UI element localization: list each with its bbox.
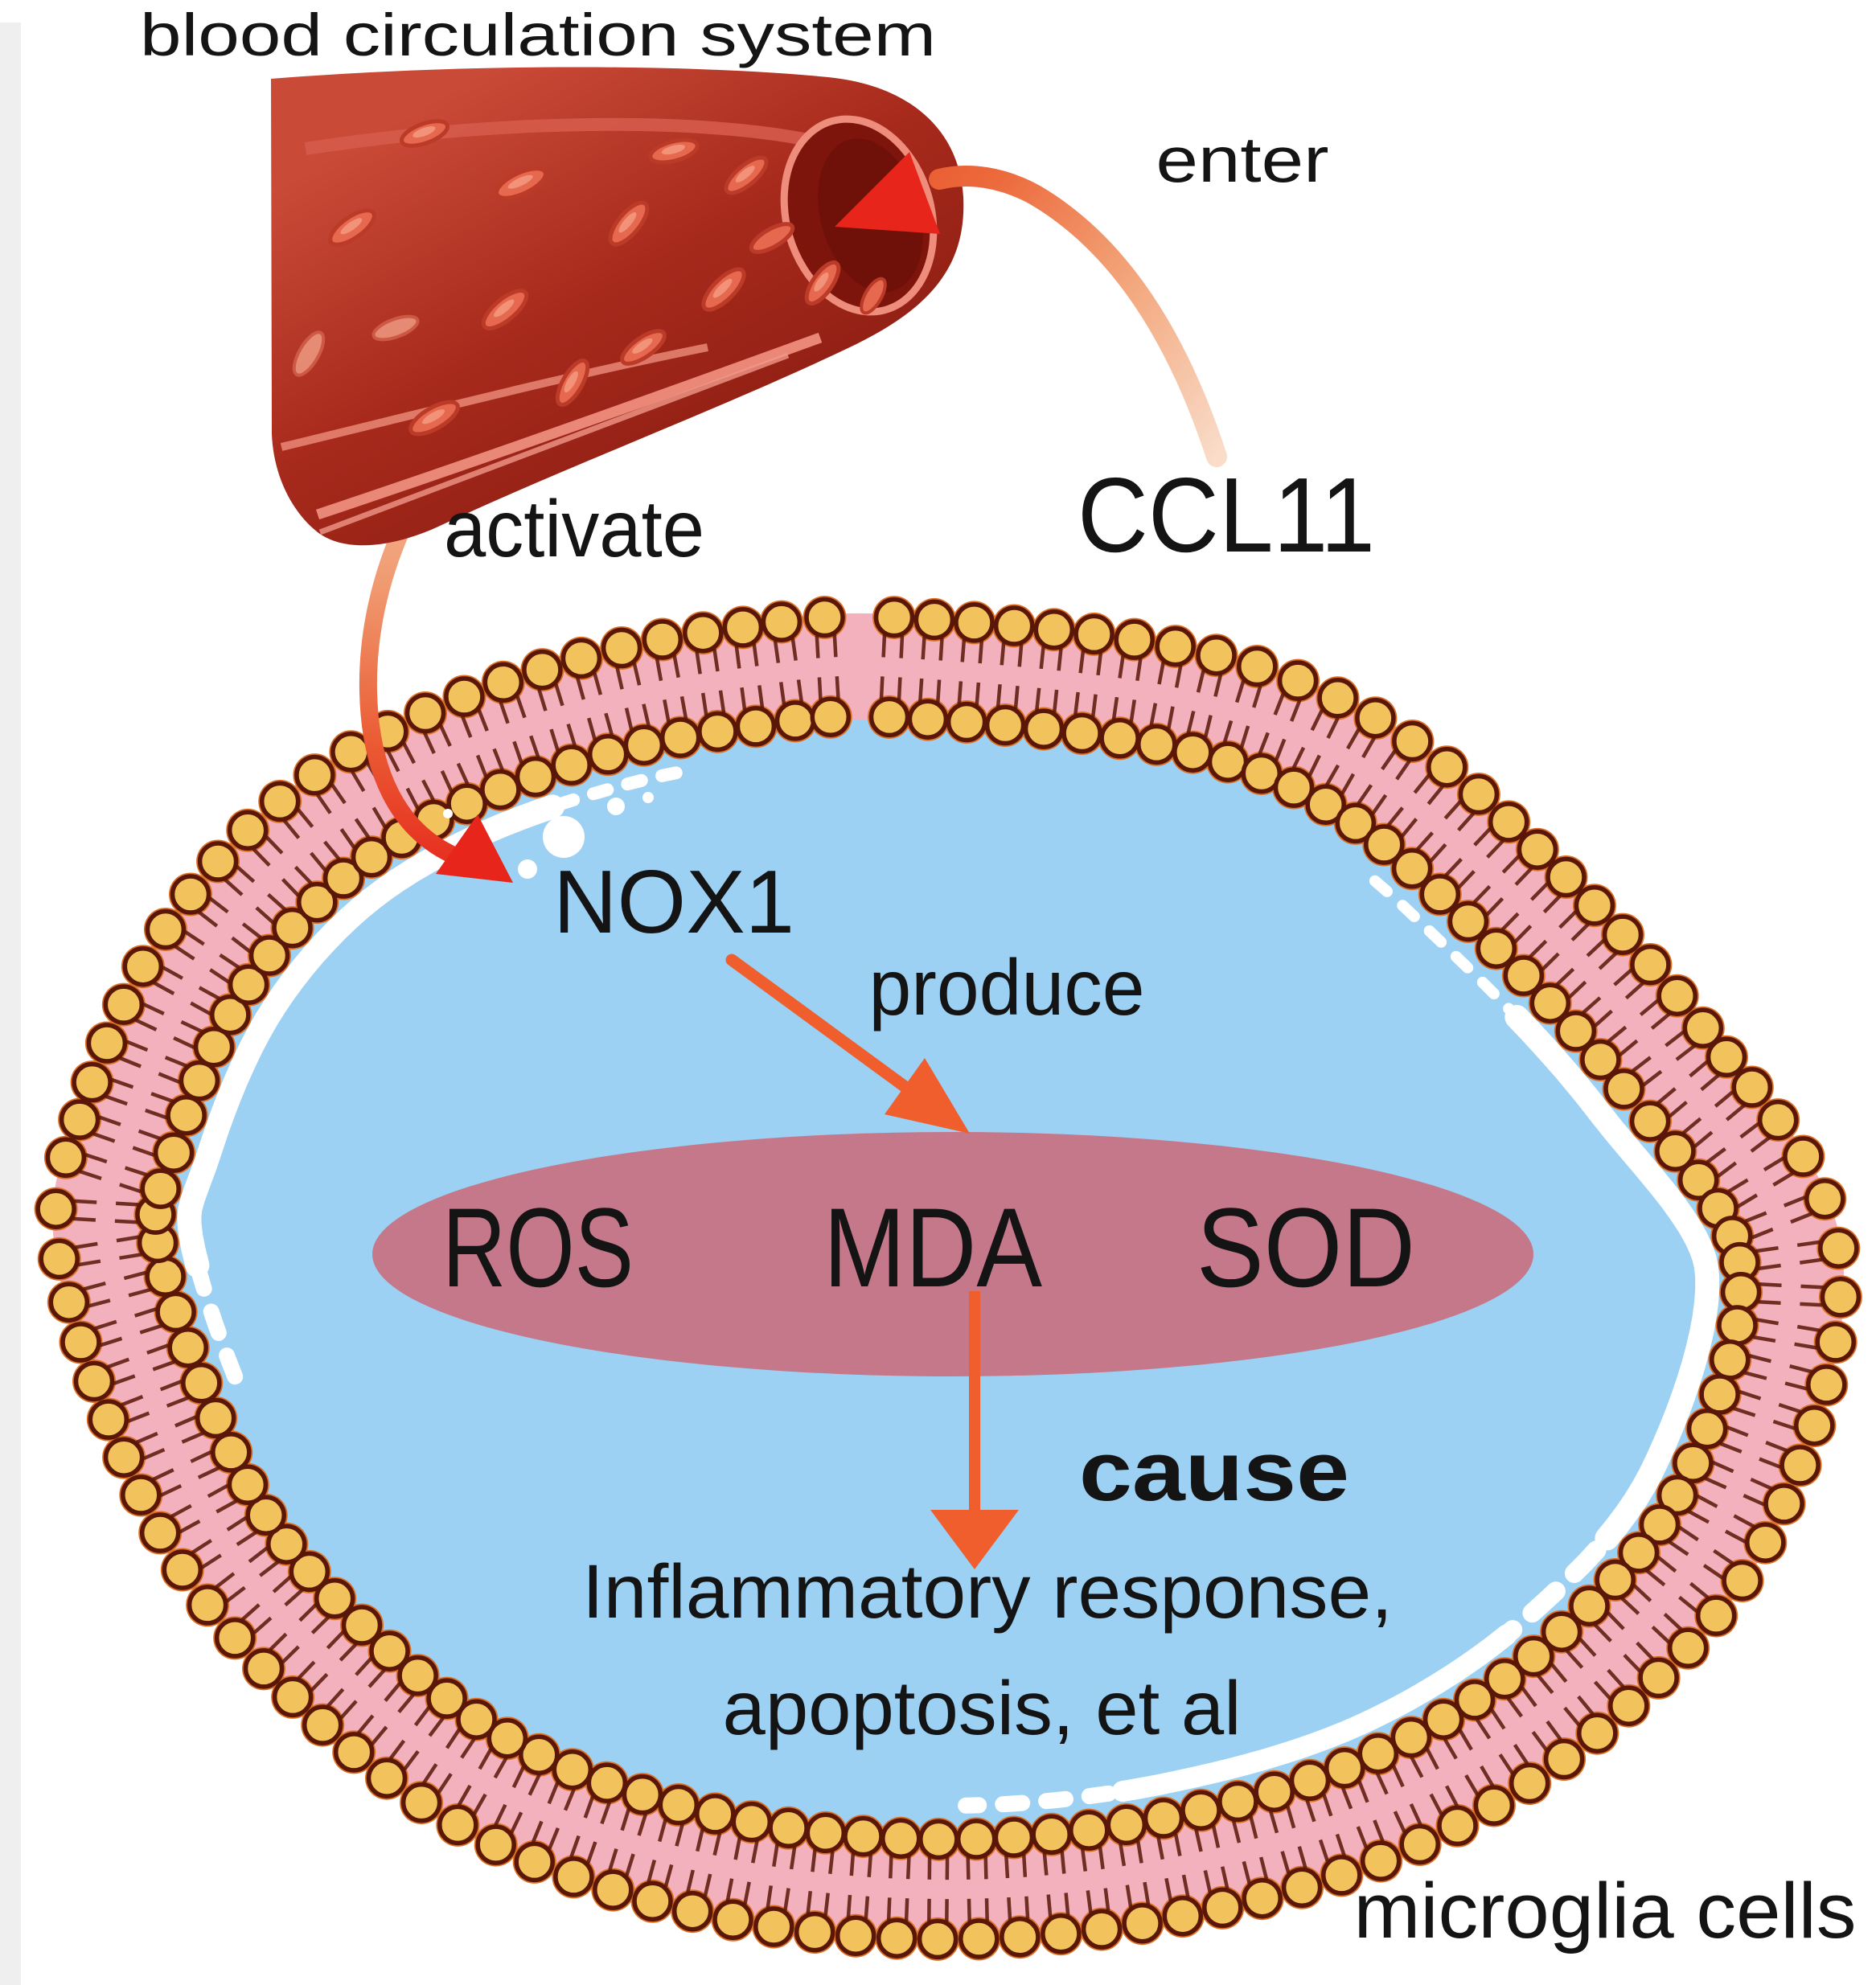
blood-vessel	[271, 67, 964, 546]
vessel-wall-stripe	[280, 343, 708, 451]
vessel-outer-edge-highlight	[318, 352, 790, 535]
label-inflammatory-response: Inflammatory response,	[582, 1549, 1393, 1634]
enter-arrowhead	[835, 152, 940, 234]
label-produce: produce	[869, 943, 1145, 1031]
cause-arrow	[930, 1291, 1019, 1569]
vessel-inner-wall-bottom	[315, 332, 823, 520]
phospholipid-tails	[72, 634, 1824, 1922]
label-ccl11: CCL11	[1078, 456, 1375, 574]
label-activate: activate	[444, 484, 704, 574]
cause-arrowhead	[930, 1510, 1019, 1569]
nox1-bubbles	[443, 792, 654, 879]
label-microglia-cells: microglia cells	[1354, 1867, 1857, 1954]
red-blood-cells	[292, 119, 887, 437]
produce-arrow	[725, 954, 970, 1134]
label-nox1: NOX1	[553, 852, 794, 952]
label-cause: cause	[1079, 1425, 1349, 1519]
label-ros: ROS	[442, 1184, 634, 1310]
labels-layer: blood circulation system enter CCL11 act…	[140, 2, 1857, 1954]
phospholipid-heads	[35, 597, 1862, 1960]
label-sod: SOD	[1197, 1184, 1415, 1310]
oxidative-stress-ellipse	[372, 1132, 1533, 1376]
label-enter: enter	[1156, 124, 1329, 195]
label-mda: MDA	[823, 1184, 1043, 1310]
vessel-inner-wall-top	[304, 117, 814, 155]
produce-arrowhead	[885, 1058, 970, 1134]
activate-arrowhead	[436, 814, 513, 883]
title-blood-circulation: blood circulation system	[140, 2, 936, 68]
enter-arrow	[835, 152, 1227, 467]
label-apoptosis: apoptosis, et al	[723, 1666, 1242, 1751]
left-edge-strip	[0, 23, 21, 1985]
membrane-band	[52, 613, 1845, 1943]
